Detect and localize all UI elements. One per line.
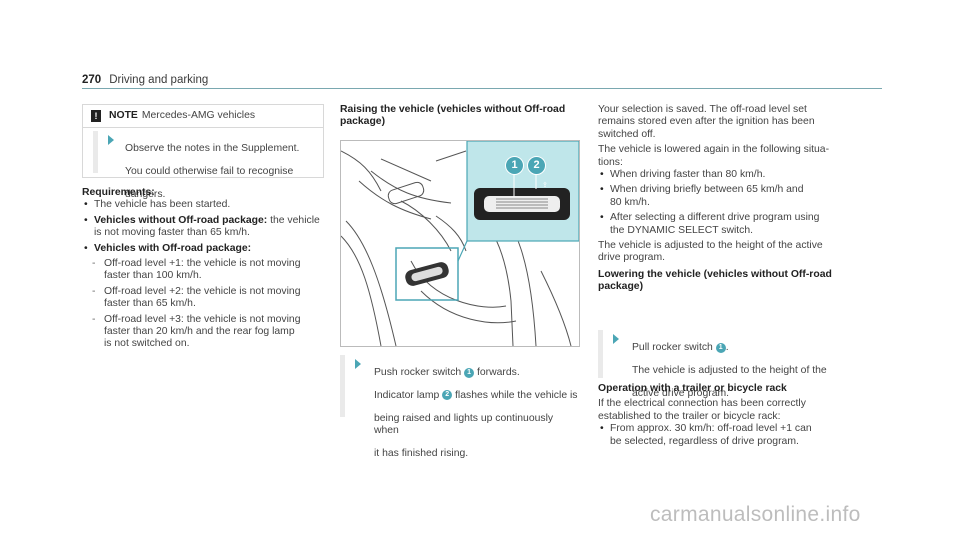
step-side-bar <box>598 330 603 378</box>
offroad-levels-list: Off-road level +1: the vehicle is not mo… <box>82 258 327 351</box>
page-number: 270 <box>82 74 102 86</box>
step-side-bar <box>340 355 345 417</box>
arrow-right-icon <box>355 359 361 369</box>
right-column: Your selection is saved. The off-road le… <box>598 104 863 294</box>
raising-step-text: Push rocker switch 1 forwards. Indicator… <box>374 367 578 460</box>
center-console-drawing: ⇪ <box>341 141 579 346</box>
list-item: Vehicles without Off-road package: the v… <box>82 215 327 240</box>
callout-1: 1 <box>505 156 524 175</box>
list-item: When driving briefly between 65 km/h and… <box>598 184 863 209</box>
svg-text:⇪: ⇪ <box>542 181 548 189</box>
watermark-text: carmanualsonline.info <box>650 503 861 526</box>
list-item: When driving faster than 80 km/h. <box>598 169 863 182</box>
trailer-section: Operation with a trailer or bicycle rack… <box>598 383 863 448</box>
lowering-step: Pull rocker switch 1. The vehicle is adj… <box>598 330 858 399</box>
list-item: Vehicles with Off-road package: <box>82 243 327 256</box>
requirements-section: Requirements: The vehicle has been start… <box>82 187 327 354</box>
header-divider <box>82 88 882 89</box>
trailer-list: From approx. 30 km/h: off-road level +1 … <box>598 423 863 448</box>
callout-2: 2 <box>527 156 546 175</box>
note-label: NOTE <box>109 110 138 121</box>
page-header: 270 Driving and parking <box>82 74 208 86</box>
requirements-heading: Requirements: <box>82 187 155 198</box>
note-side-bar <box>93 131 98 173</box>
console-illustration: ⇪ 1 2 <box>340 140 580 347</box>
list-item: Off-road level +2: the vehicle is not mo… <box>82 286 327 311</box>
arrow-right-icon <box>108 135 114 145</box>
callout-badge-1: 1 <box>715 342 726 353</box>
section-title: Driving and parking <box>109 74 209 86</box>
raising-heading: Raising the vehicle (vehicles without Of… <box>340 104 566 128</box>
list-item: After selecting a different drive progra… <box>598 212 863 237</box>
lowering-step-text: Pull rocker switch 1. The vehicle is adj… <box>632 342 827 399</box>
note-title: Mercedes-AMG vehicles <box>141 110 256 121</box>
list-item: From approx. 30 km/h: off-road level +1 … <box>598 423 863 448</box>
lowering-conditions-list: When driving faster than 80 km/h. When d… <box>598 169 863 237</box>
list-item: Off-road level +3: the vehicle is not mo… <box>82 314 327 351</box>
exclamation-icon: ! <box>91 110 101 122</box>
callout-badge-1: 1 <box>464 367 475 378</box>
trailer-heading: Operation with a trailer or bicycle rack <box>598 383 787 394</box>
callout-badge-2: 2 <box>442 390 453 401</box>
requirements-list: The vehicle has been started. Vehicles w… <box>82 199 327 255</box>
lowering-heading: Lowering the vehicle (vehicles without O… <box>598 268 832 280</box>
list-item: The vehicle has been started. <box>82 199 327 212</box>
raising-step: Push rocker switch 1 forwards. Indicator… <box>340 355 580 459</box>
arrow-right-icon <box>613 334 619 344</box>
note-text: Observe the notes in the Supplement. You… <box>125 143 300 200</box>
list-item: Off-road level +1: the vehicle is not mo… <box>82 258 327 283</box>
